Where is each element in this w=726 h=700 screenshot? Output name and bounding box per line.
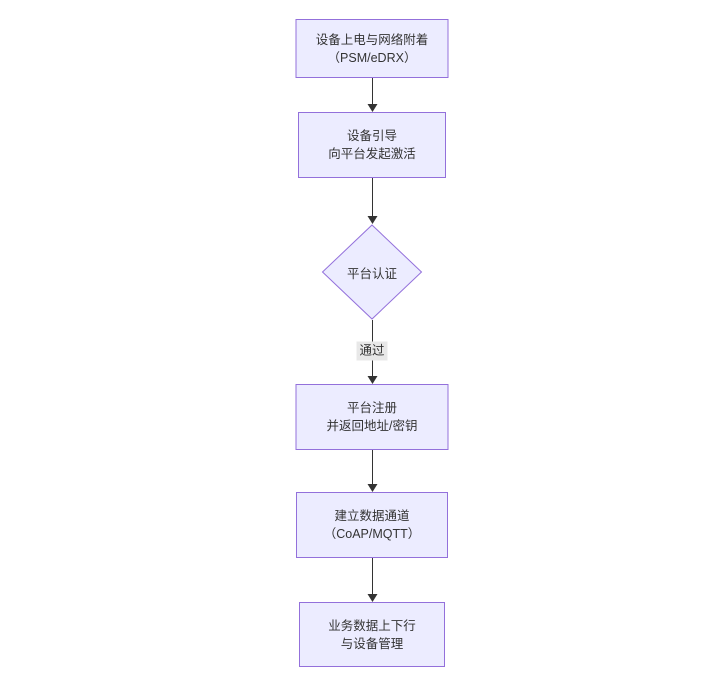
node-power-network-attach: 设备上电与网络附着 （PSM/eDRX） (295, 19, 449, 78)
node-line: 平台注册 (346, 401, 397, 415)
node-data-channel: 建立数据通道 （CoAP/MQTT） (296, 492, 448, 558)
node-line: 建立数据通道 (334, 509, 410, 523)
arrow-register-to-channel (367, 450, 378, 492)
arrowhead-icon (367, 594, 377, 602)
edge-label-pass: 通过 (356, 341, 388, 361)
arrowhead-icon (367, 376, 377, 384)
node-line: 设备引导 (346, 129, 397, 143)
node-line: 与设备管理 (340, 636, 404, 651)
node-line: （CoAP/MQTT） (323, 527, 421, 541)
arrow-shaft (371, 178, 373, 218)
node-line: 向平台发起激活 (328, 147, 416, 161)
node-business-data: 业务数据上下行 与设备管理 (299, 602, 445, 667)
arrowhead-icon (367, 216, 377, 224)
decision-label: 平台认证 (346, 266, 397, 281)
arrow-power-to-bootstrap (367, 78, 378, 112)
arrow-bootstrap-to-auth (367, 178, 378, 224)
arrow-shaft (371, 450, 373, 486)
arrow-channel-to-business (367, 558, 378, 602)
arrowhead-icon (367, 484, 377, 492)
arrow-shaft (371, 78, 373, 106)
node-line: （PSM/eDRX） (327, 50, 417, 65)
node-device-bootstrap: 设备引导 向平台发起激活 (298, 112, 446, 178)
diamond-shape-icon (321, 224, 423, 320)
node-platform-register: 平台注册 并返回地址/密钥 (295, 384, 449, 450)
node-line: 业务数据上下行 (328, 618, 416, 633)
node-line: 并返回地址/密钥 (326, 419, 418, 433)
arrowhead-icon (367, 104, 377, 112)
node-line: 设备上电与网络附着 (315, 32, 429, 47)
decision-platform-auth: 平台认证 (321, 224, 423, 320)
arrow-shaft (371, 558, 373, 596)
